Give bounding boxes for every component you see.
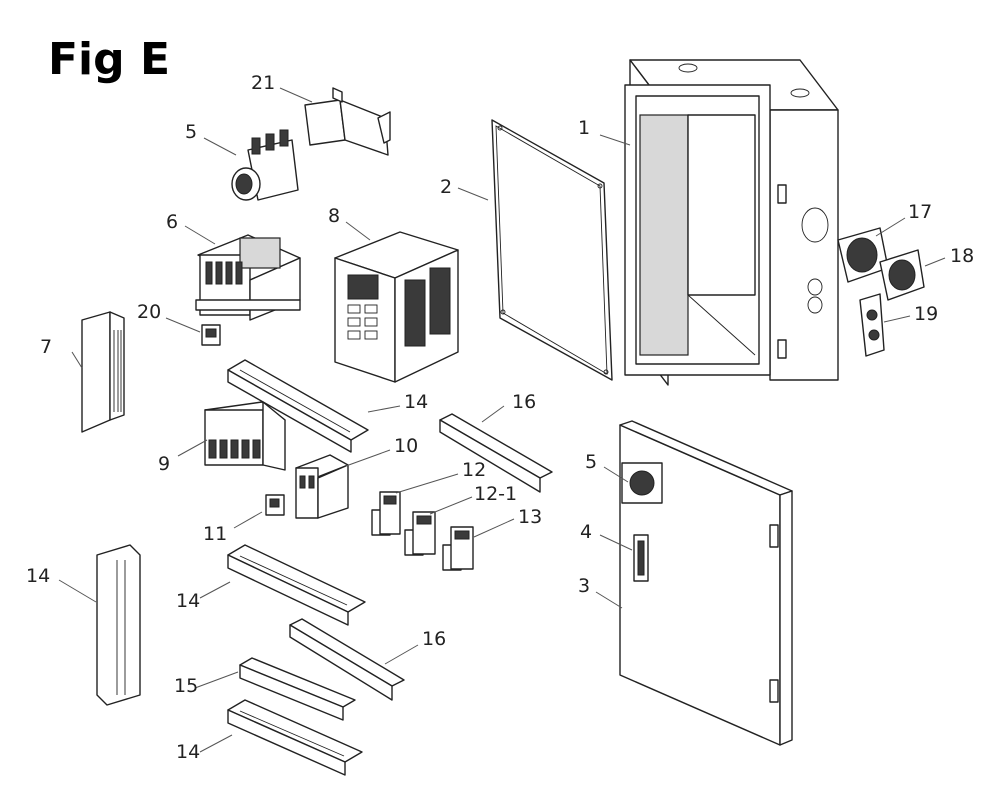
label-part-14-top: 14 [404, 391, 428, 413]
part-19-outlet [859, 293, 885, 357]
part-13-relay [442, 526, 474, 571]
label-part-6: 6 [166, 211, 178, 233]
label-part-2: 2 [440, 176, 452, 198]
label-part-21: 21 [251, 72, 275, 94]
label-part-13: 13 [518, 506, 542, 528]
part-1-enclosure-box [624, 59, 839, 386]
part-12-1-relay [404, 511, 436, 556]
part-7-vertical-cover [81, 311, 125, 433]
part-20-small-relay [201, 324, 221, 346]
part-15-comb-terminal [239, 657, 356, 721]
part-16-din-rail-lower [289, 618, 405, 701]
label-part-11: 11 [203, 523, 227, 545]
part-21-bracket [304, 87, 391, 156]
label-part-12-1: 12-1 [474, 483, 517, 505]
part-14-wire-duct-vertical [96, 544, 141, 706]
part-9-circuit-breakers [204, 401, 286, 471]
label-part-20: 20 [137, 301, 161, 323]
part-8-inverter-drive [334, 231, 459, 383]
part-14-wire-duct-mid [227, 544, 366, 626]
label-part-10: 10 [394, 435, 418, 457]
part-3-door [619, 420, 793, 746]
part-12-relay [371, 491, 401, 536]
label-part-7: 7 [40, 336, 52, 358]
label-part-12: 12 [462, 459, 486, 481]
figure-title: Fig E [48, 34, 170, 85]
label-part-15: 15 [174, 675, 198, 697]
part-18-fan-grille [879, 249, 925, 301]
leader-lines [58, 87, 946, 753]
part-5-rotary-switch [231, 129, 299, 201]
callout-labels: 1 2 3 4 5 5 21 6 7 20 8 9 10 11 12 12-1 … [26, 72, 974, 763]
label-part-14-vertical: 14 [26, 565, 50, 587]
part-11-terminal-block [265, 494, 285, 516]
part-14-wire-duct-bottom [227, 699, 363, 776]
part-17-cooling-fan [837, 227, 889, 283]
label-part-18: 18 [950, 245, 974, 267]
part-10-contactor [295, 454, 349, 519]
label-part-16-upper: 16 [512, 391, 536, 413]
label-part-4: 4 [580, 521, 592, 543]
label-part-14-mid: 14 [176, 590, 200, 612]
part-6-transformer [195, 234, 301, 321]
part-4-door-handle [633, 534, 649, 582]
label-part-1: 1 [578, 117, 590, 139]
label-part-17: 17 [908, 201, 932, 223]
part-14-wire-duct-top [227, 359, 369, 453]
label-part-5: 5 [185, 121, 197, 143]
label-part-19: 19 [914, 303, 938, 325]
part-5-door-switch [621, 462, 663, 504]
label-part-5-door: 5 [585, 451, 597, 473]
part-16-din-rail-upper [439, 413, 553, 493]
label-part-16-lower: 16 [422, 628, 446, 650]
label-part-9: 9 [158, 453, 170, 475]
label-part-8: 8 [328, 205, 340, 227]
label-part-14-bottom: 14 [176, 741, 200, 763]
part-2-mounting-plate [491, 119, 613, 381]
label-part-3: 3 [578, 575, 590, 597]
